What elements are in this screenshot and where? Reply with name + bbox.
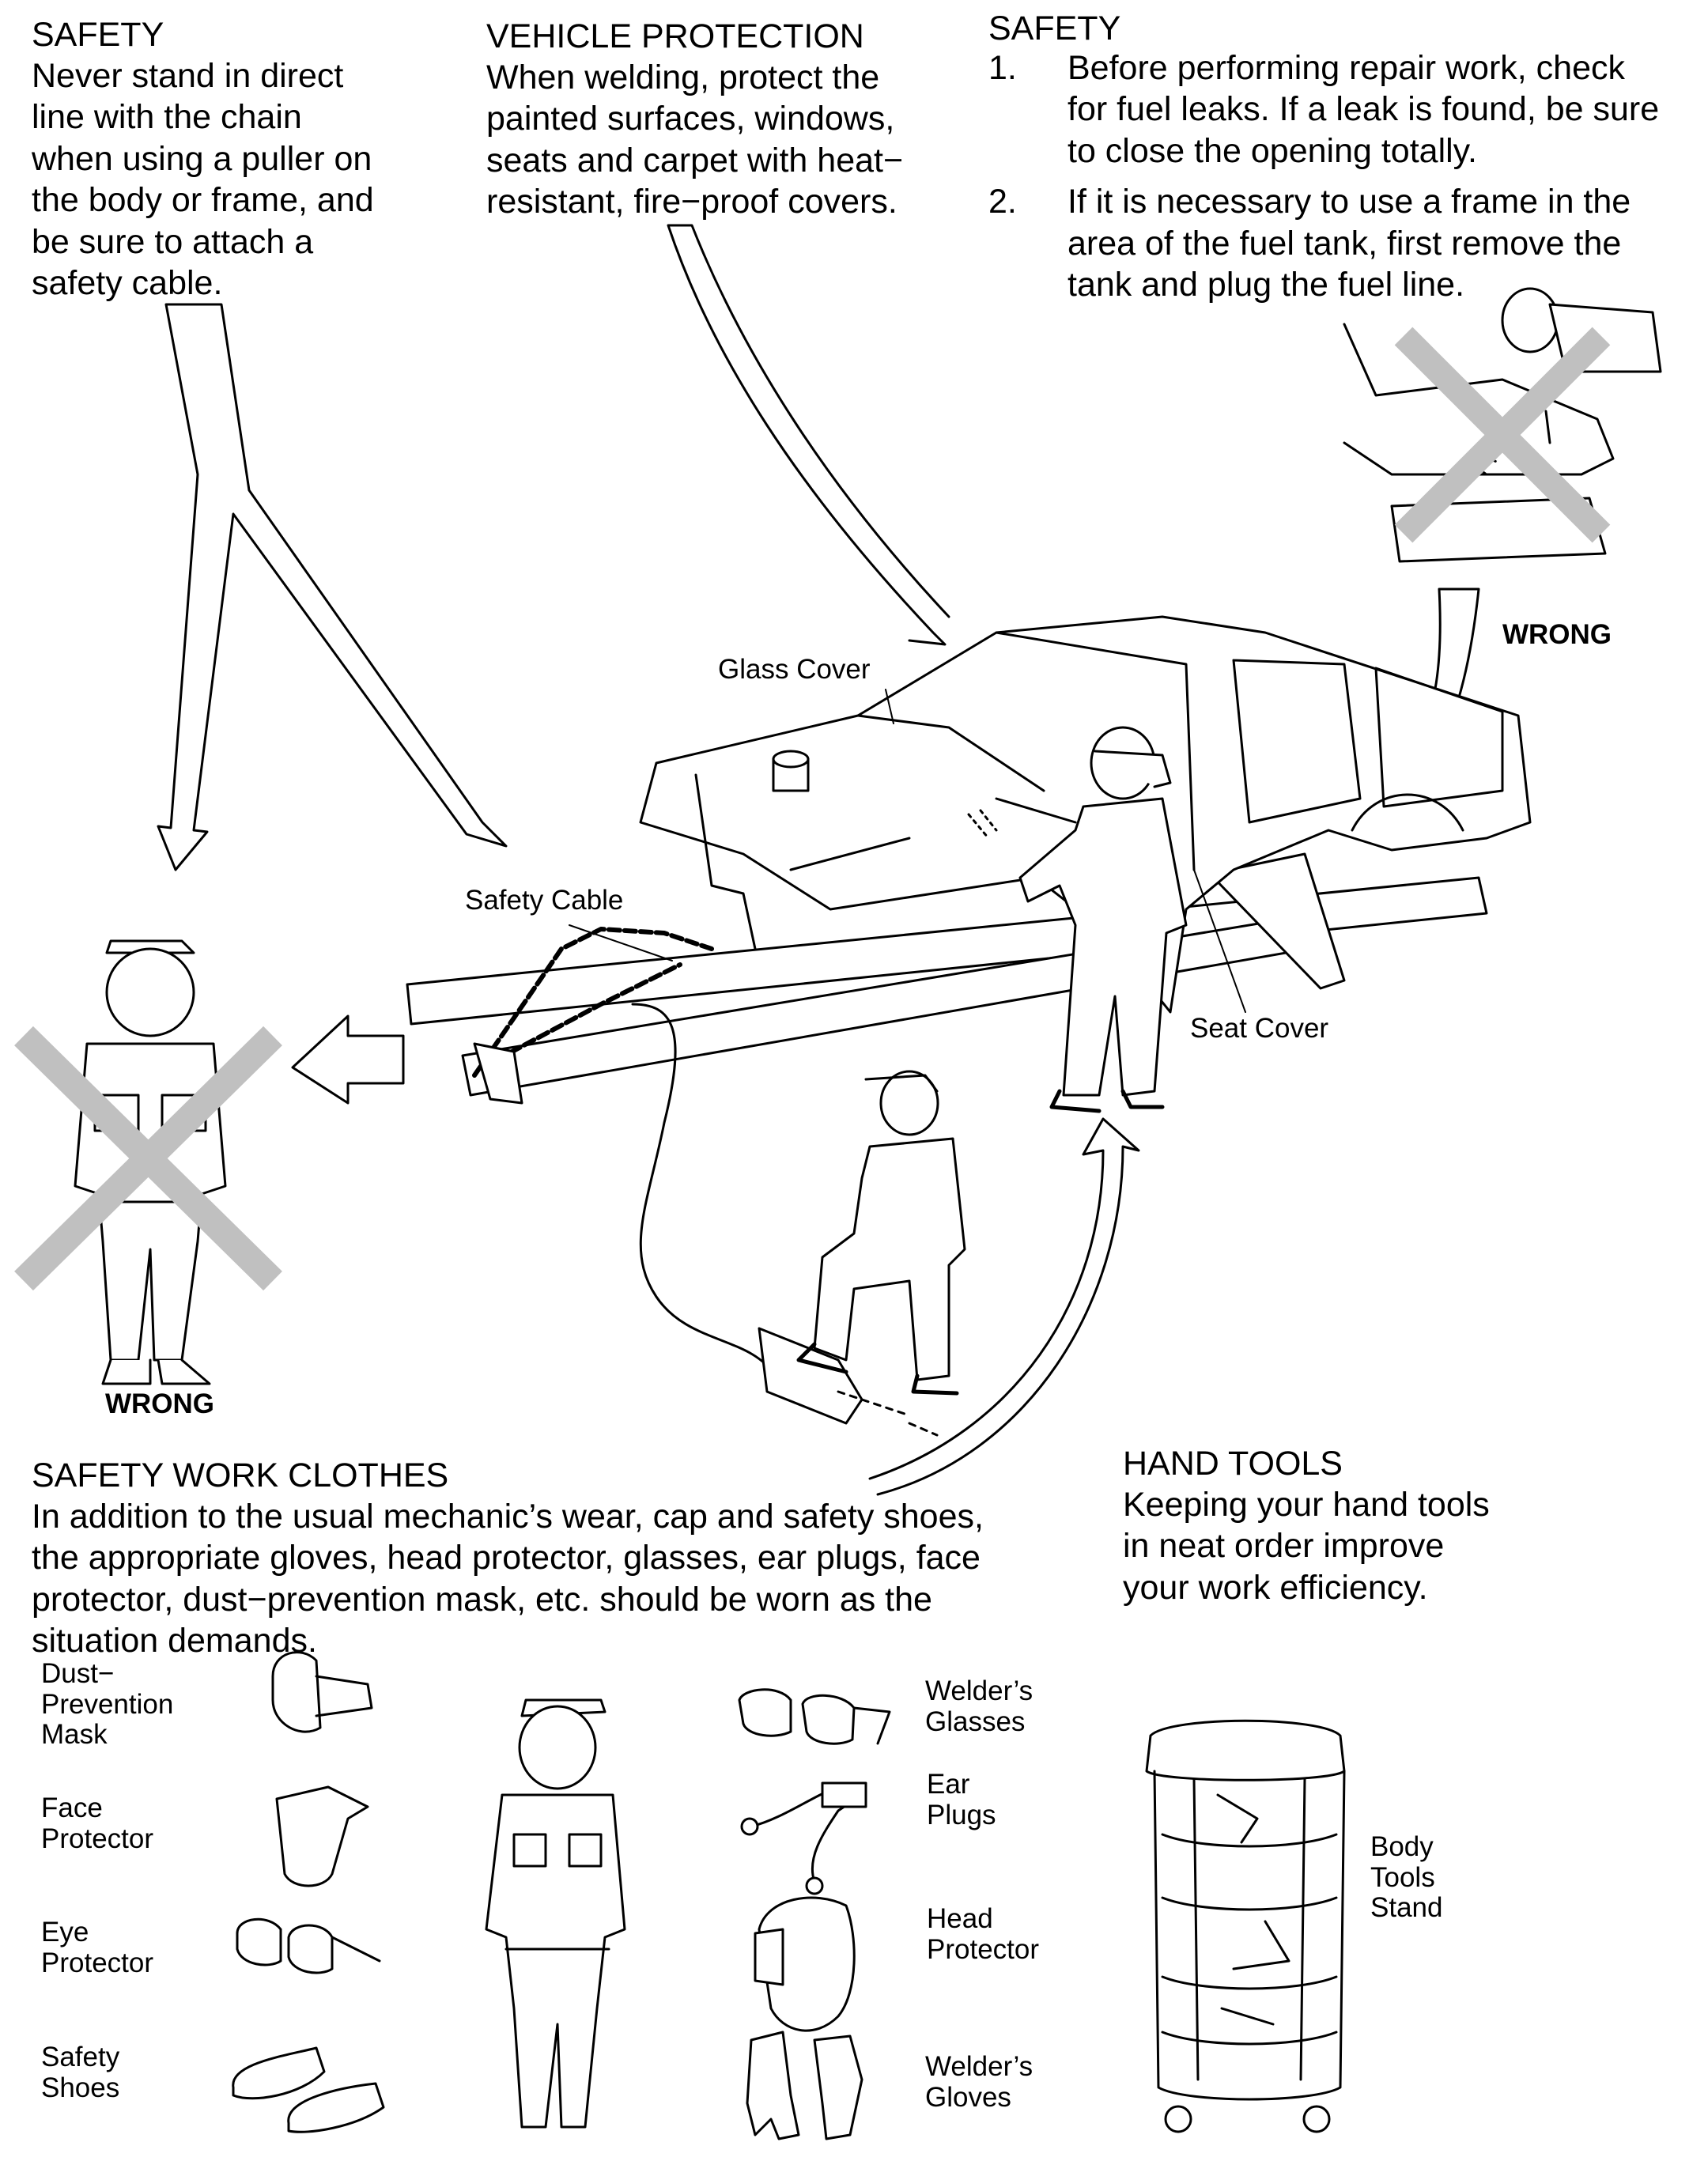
vehicle-protection-body: When welding, protect the painted surfac… xyxy=(486,59,904,221)
safety-item-1-number: 1. xyxy=(988,49,1017,87)
safety-right-list: 1. Before performing repair work, check … xyxy=(988,47,1700,315)
vehicle-protection-heading: VEHICLE PROTECTION xyxy=(486,17,864,55)
safety-shoes-label: Safety Shoes xyxy=(41,2042,120,2103)
safety-item-2: 2. If it is necessary to use a frame in … xyxy=(988,181,1700,305)
welders-gloves-label: Welder’s Gloves xyxy=(925,2051,1033,2113)
glass-cover-label: Glass Cover xyxy=(718,654,871,685)
curve-arrow-bottom xyxy=(868,1117,1140,1496)
safety-shoes-icon xyxy=(232,2046,385,2133)
body-tools-stand-icon xyxy=(1145,1719,1346,2133)
safety-right-heading: SAFETY xyxy=(988,9,1121,47)
wrong-cross-fuel xyxy=(1394,327,1611,543)
ear-plugs-label: Ear Plugs xyxy=(927,1769,996,1830)
hydraulic-pump xyxy=(758,1327,939,1437)
zigzag-arrow xyxy=(157,303,508,871)
work-clothes-heading: SAFETY WORK CLOTHES xyxy=(32,1456,449,1494)
welders-gloves-icon xyxy=(746,2031,863,2140)
callout-leaders xyxy=(569,689,1246,1013)
safety-item-2-number: 2. xyxy=(988,183,1017,221)
safety-left-body: Never stand in direct line with the chai… xyxy=(32,57,374,303)
welder-worker xyxy=(967,726,1188,1113)
safety-item-1: 1. Before performing repair work, check … xyxy=(988,47,1700,172)
hand-tools-body: Keeping your hand tools in neat order im… xyxy=(1123,1486,1490,1607)
safety-item-2-text: If it is necessary to use a frame in the… xyxy=(1068,183,1631,304)
wrong-person-label: WRONG xyxy=(105,1388,215,1419)
welders-glasses-icon xyxy=(738,1688,891,1745)
head-protector-icon xyxy=(754,1896,856,2032)
hand-tools-heading: HAND TOOLS xyxy=(1123,1445,1343,1483)
wrong-cross-person xyxy=(14,1026,282,1291)
pull-direction-arrow xyxy=(291,1014,405,1105)
wrong-fuel-label: WRONG xyxy=(1502,619,1612,650)
safety-item-1-text: Before performing repair work, check for… xyxy=(1068,49,1660,170)
seat-cover-label: Seat Cover xyxy=(1190,1013,1329,1044)
face-protector-label: Face Protector xyxy=(41,1793,153,1854)
ear-plugs-icon xyxy=(740,1781,867,1895)
face-protector-icon xyxy=(275,1785,369,1887)
curve-arrow-vehicle xyxy=(667,224,950,646)
dust-mask-label: Dust− Prevention Mask xyxy=(41,1658,174,1750)
work-clothes-body: In addition to the usual mechanic’s wear… xyxy=(32,1498,984,1660)
eye-protector-label: Eye Protector xyxy=(41,1917,153,1978)
safety-cable-label: Safety Cable xyxy=(465,885,624,916)
head-protector-label: Head Protector xyxy=(927,1903,1039,1965)
welders-glasses-label: Welder’s Glasses xyxy=(925,1676,1033,1737)
safety-left-heading: SAFETY xyxy=(32,16,164,54)
eye-protector-icon xyxy=(236,1917,381,1974)
body-tools-stand-label: Body Tools Stand xyxy=(1370,1831,1443,1923)
safety-clothes-person xyxy=(485,1698,626,2129)
safety-chain xyxy=(472,927,777,1377)
pump-worker xyxy=(796,1070,966,1396)
dust-mask-icon xyxy=(271,1651,373,1733)
